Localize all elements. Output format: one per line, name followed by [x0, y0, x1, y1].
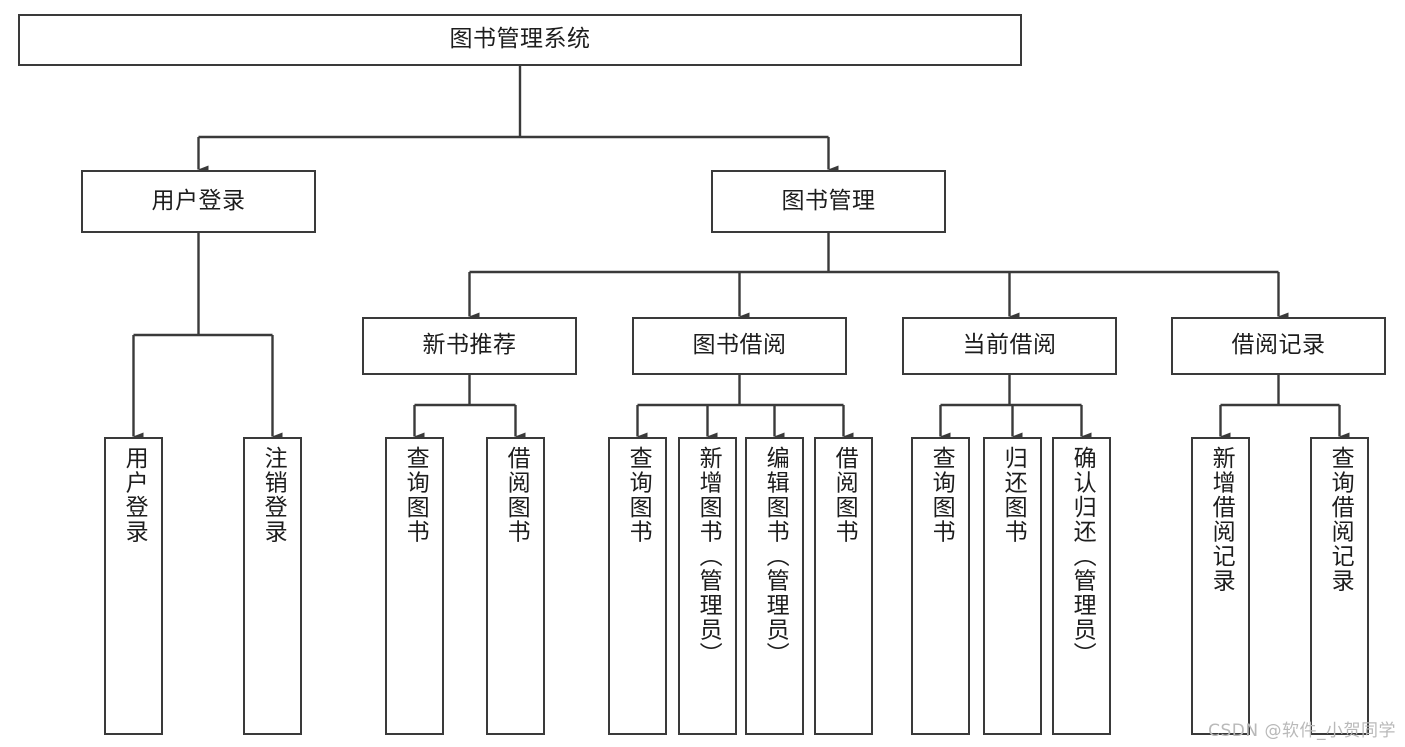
node-label-l_login: 用户登录: [121, 446, 148, 544]
node-label-current: 当前借阅: [962, 332, 1057, 359]
node-bookmgmt[interactable]: 图书管理: [711, 170, 946, 233]
node-borrow[interactable]: 图书借阅: [632, 317, 847, 375]
node-current[interactable]: 当前借阅: [902, 317, 1117, 375]
node-label-records: 借阅记录: [1231, 332, 1326, 359]
node-l_bk_edit[interactable]: 编辑图书（管理员）: [745, 437, 804, 735]
node-login[interactable]: 用户登录: [81, 170, 316, 233]
node-label-l_rc_add: 新增借阅记录: [1208, 446, 1235, 593]
node-l_bk_borrow[interactable]: 借阅图书: [814, 437, 873, 735]
node-l_nb_query[interactable]: 查询图书: [385, 437, 444, 735]
watermark-text: CSDN @软件_小贺同学: [1208, 721, 1396, 741]
node-label-l_cu_conf: 确认归还（管理员）: [1069, 446, 1096, 667]
node-newbook[interactable]: 新书推荐: [362, 317, 577, 375]
node-label-l_bk_borrow: 借阅图书: [831, 446, 858, 544]
node-label-l_bk_query: 查询图书: [625, 446, 652, 544]
node-label-l_cu_query: 查询图书: [928, 446, 955, 544]
node-l_cu_return[interactable]: 归还图书: [983, 437, 1042, 735]
node-label-newbook: 新书推荐: [422, 332, 517, 359]
node-l_login[interactable]: 用户登录: [104, 437, 163, 735]
node-root[interactable]: 图书管理系统: [18, 14, 1022, 66]
node-l_bk_query[interactable]: 查询图书: [608, 437, 667, 735]
node-label-l_nb_query: 查询图书: [402, 446, 429, 544]
node-label-borrow: 图书借阅: [692, 332, 787, 359]
node-label-l_bk_edit: 编辑图书（管理员）: [762, 446, 789, 667]
node-l_rc_query[interactable]: 查询借阅记录: [1310, 437, 1369, 735]
node-label-login: 用户登录: [151, 187, 246, 214]
node-label-l_bk_add: 新增图书（管理员）: [695, 446, 722, 667]
node-label-l_rc_query: 查询借阅记录: [1327, 446, 1354, 593]
node-records[interactable]: 借阅记录: [1171, 317, 1386, 375]
node-l_cu_query[interactable]: 查询图书: [911, 437, 970, 735]
node-label-l_logout: 注销登录: [260, 446, 287, 544]
node-l_nb_borrow[interactable]: 借阅图书: [486, 437, 545, 735]
node-label-bookmgmt: 图书管理: [781, 187, 876, 214]
node-l_bk_add[interactable]: 新增图书（管理员）: [678, 437, 737, 735]
node-label-root: 图书管理系统: [449, 26, 591, 53]
node-l_logout[interactable]: 注销登录: [243, 437, 302, 735]
node-label-l_nb_borrow: 借阅图书: [503, 446, 530, 544]
node-l_rc_add[interactable]: 新增借阅记录: [1191, 437, 1250, 735]
node-label-l_cu_return: 归还图书: [1000, 446, 1027, 544]
node-l_cu_conf[interactable]: 确认归还（管理员）: [1052, 437, 1111, 735]
